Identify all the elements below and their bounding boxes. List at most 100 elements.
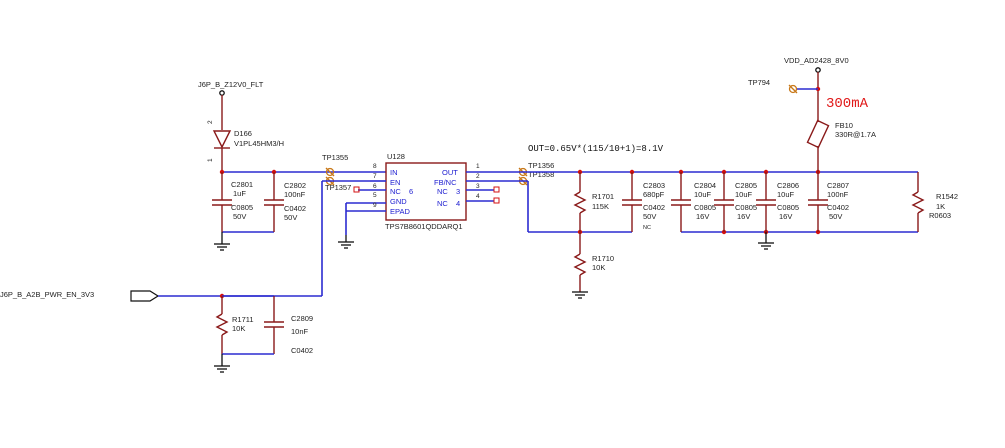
ground-symbol-input (214, 232, 230, 251)
r1542-value: 1K (936, 202, 945, 211)
tp1357-label: TP1357 (325, 183, 351, 192)
regulator-part: TPS7B8601QDDARQ1 (385, 222, 463, 231)
c2804-volt: 16V (696, 212, 709, 221)
ground-symbol-regulator (338, 203, 354, 249)
pin-in-name: IN (390, 168, 398, 177)
pin-nc3-name: NC (437, 187, 448, 196)
c2803-pkg: C0402 (643, 203, 665, 212)
r1701-ref: R1701 (592, 192, 614, 201)
c2806-value: 10uF (777, 190, 795, 199)
pin-out-name: OUT (442, 168, 458, 177)
r1710-value: 10K (592, 263, 605, 272)
diode-ref: D166 (234, 129, 252, 138)
c2802-volt: 50V (284, 213, 297, 222)
resistor-r1711: R1711 10K (215, 296, 254, 354)
pin-nc4-inner: 4 (456, 199, 460, 208)
pin-en-name: EN (390, 178, 400, 187)
input-rail (219, 169, 386, 233)
pin-nc6-name: NC (390, 187, 401, 196)
c2805-volt: 16V (737, 212, 750, 221)
pin-epad-num: 9 (373, 202, 377, 209)
c2807-ref: C2807 (827, 181, 849, 190)
c2801-pkg: C0805 (231, 203, 253, 212)
test-point-tp1357: TP1357 (325, 176, 351, 192)
capacitor-c2805: C2805 10uF C0805 16V (714, 172, 757, 232)
regulator-ref: U128 (387, 152, 405, 161)
c2802-pkg: C0402 (284, 204, 306, 213)
pin-nc6-inner: 6 (409, 187, 413, 196)
c2803-value: 680pF (643, 190, 665, 199)
current-annotation: 300mA (826, 96, 869, 112)
tp1358-label: TP1358 (528, 170, 554, 179)
capacitor-c2807: C2807 100nF C0402 50V (808, 172, 849, 232)
capacitor-c2802: C2802 100nF C0402 50V (264, 172, 306, 232)
resistor-r1710: R1710 10K (572, 232, 614, 299)
input-power-net: J6P_B_Z12V0_FLT (198, 80, 264, 130)
pin-in-num: 8 (373, 163, 377, 170)
c2802-ref: C2802 (284, 181, 306, 190)
pin-nc4-num: 4 (476, 193, 480, 200)
diode-part: V1PL45HM3/H (234, 139, 284, 148)
r1542-ref: R1542 (936, 192, 958, 201)
c2801-value: 1uF (233, 189, 246, 198)
pin-gnd-name: GND (390, 197, 407, 206)
regulator-body (385, 162, 467, 221)
r1542-pkg: R0603 (929, 211, 951, 220)
output-power-terminal (815, 67, 821, 73)
pin-nc4-name: NC (437, 199, 448, 208)
capacitor-c2809: C2809 10nF C0402 (264, 296, 313, 355)
output-formula: OUT=0.65V*(115/10+1)=8.1V (528, 144, 664, 154)
output-power-net: VDD_AD2428_8V0 300mA (784, 56, 869, 122)
pin-epad-name: EPAD (390, 207, 410, 216)
r1711-value: 10K (232, 324, 245, 333)
capacitor-c2804: C2804 10uF C0805 16V (671, 172, 716, 232)
ground-symbol-output (758, 232, 774, 250)
pin-nc3-num: 3 (476, 183, 480, 190)
c2809-value: 10nF (291, 327, 309, 336)
c2805-pkg: C0805 (735, 203, 757, 212)
c2801-volt: 50V (233, 212, 246, 221)
tp1355-label: TP1355 (322, 153, 348, 162)
pin-gnd-num: 5 (373, 192, 377, 199)
pin-nc3-inner: 3 (456, 187, 460, 196)
pin-nc6-num: 6 (373, 183, 377, 190)
c2806-volt: 16V (779, 212, 792, 221)
c2803-volt: 50V (643, 212, 656, 221)
c2806-ref: C2806 (777, 181, 799, 190)
output-power-label: VDD_AD2428_8V0 (784, 56, 849, 65)
capacitor-c2801: C2801 1uF C0805 50V (212, 172, 253, 232)
c2803-ref: C2803 (643, 181, 665, 190)
input-power-label: J6P_B_Z12V0_FLT (198, 80, 264, 89)
diode-pin-a: 2 (207, 120, 214, 124)
resistor-r1542: R1542 1K R0603 (911, 172, 958, 232)
c2809-pkg: C0402 (291, 346, 313, 355)
r1711-ref: R1711 (232, 315, 254, 324)
enable-net-label: J6P_B_A2B_PWR_EN_3V3 (0, 290, 94, 299)
c2807-value: 100nF (827, 190, 849, 199)
c2804-ref: C2804 (694, 181, 716, 190)
c2804-pkg: C0805 (694, 203, 716, 212)
r1710-ref: R1710 (592, 254, 614, 263)
diode-symbol (212, 130, 232, 149)
c2805-value: 10uF (735, 190, 753, 199)
tp794-label: TP794 (748, 78, 770, 87)
c2806-pkg: C0805 (777, 203, 799, 212)
tp1356-label: TP1356 (528, 161, 554, 170)
c2801-ref: C2801 (231, 180, 253, 189)
c2802-value: 100nF (284, 190, 306, 199)
c2809-ref: C2809 (291, 314, 313, 323)
capacitor-c2803: C2803 680pF C0402 50V NC (622, 172, 665, 232)
pin-fb-num: 2 (476, 173, 480, 180)
enable-net: J6P_B_A2B_PWR_EN_3V3 (0, 180, 370, 302)
ferrite-value: 330R@1.7A (835, 130, 876, 139)
r1701-value: 115K (592, 202, 609, 211)
test-point-tp1355: TP1355 (322, 153, 348, 177)
resistor-r1701: R1701 115K (573, 172, 614, 232)
diode-pin-k: 1 (207, 158, 214, 162)
c2804-value: 10uF (694, 190, 712, 199)
pin-en-num: 7 (373, 173, 377, 180)
enable-port-symbol (130, 290, 160, 302)
diode-d166: 2 1 D166 V1PL45HM3/H (207, 120, 284, 172)
ferrite-body (806, 119, 830, 149)
